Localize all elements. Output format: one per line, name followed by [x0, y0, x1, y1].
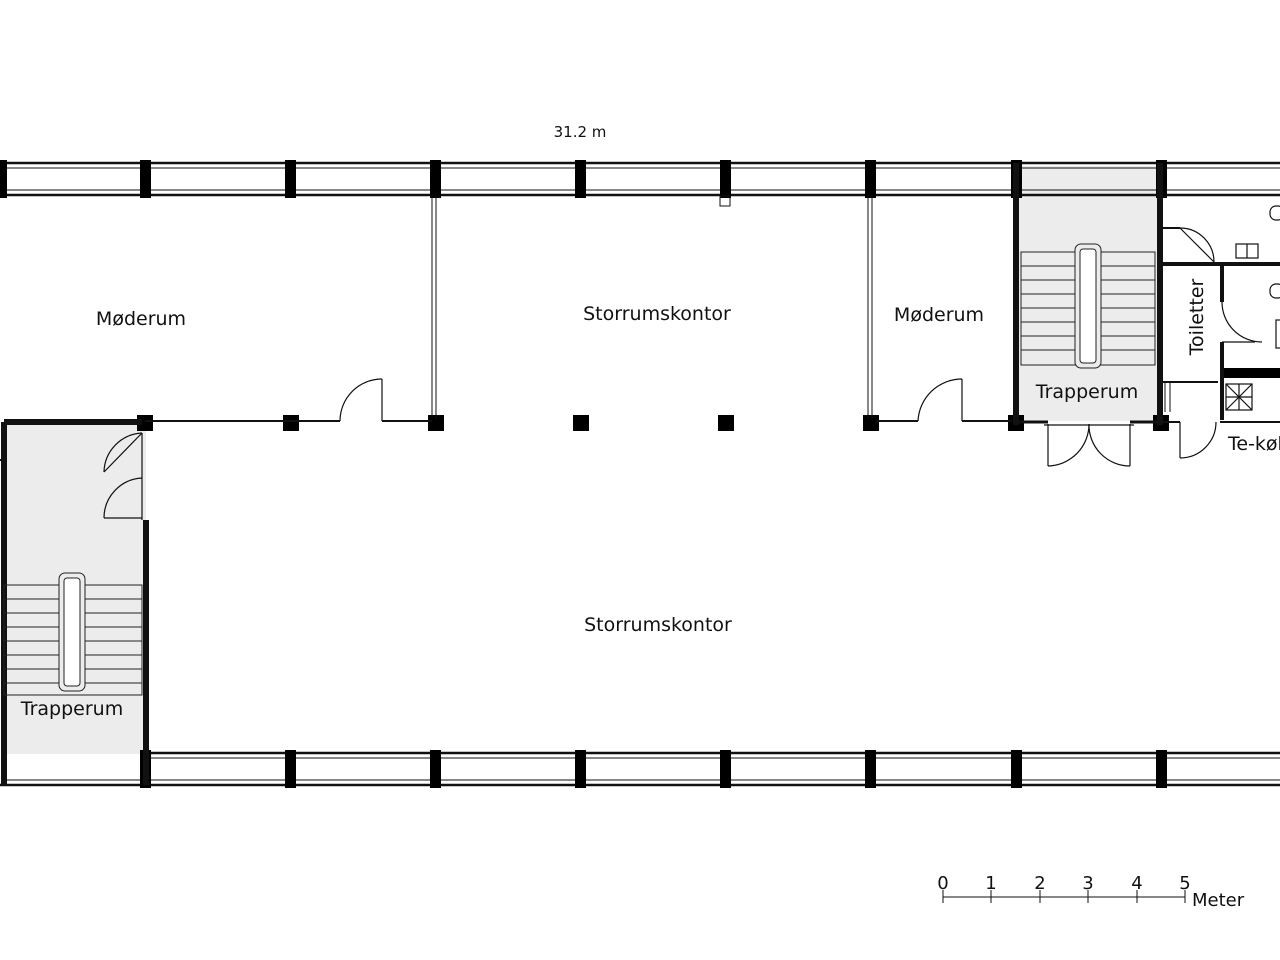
stairs-left — [3, 572, 143, 696]
scale-tick-3: 3 — [1082, 873, 1093, 894]
top-facade — [0, 161, 1280, 197]
stairs-right — [1020, 243, 1156, 369]
scale-tick-4: 4 — [1131, 873, 1142, 894]
room-label-storrumskontor-main: Storrumskontor — [584, 614, 732, 636]
scale-tick-5: 5 — [1179, 873, 1190, 894]
small-fixture — [719, 195, 731, 207]
scale-bar: 0 1 2 3 4 5 Meter — [937, 873, 1244, 911]
columns-bottom — [140, 750, 1167, 788]
room-label-trapperum-left: Trapperum — [20, 698, 123, 720]
sanitary-fixtures — [1225, 205, 1280, 411]
scale-tick-2: 2 — [1034, 873, 1045, 894]
columns-top — [0, 160, 1167, 198]
doors — [103, 227, 1263, 520]
dimension-label: 31.2 m — [554, 123, 607, 141]
bottom-facade — [0, 751, 1280, 787]
scale-unit: Meter — [1192, 890, 1245, 911]
room-label-moderum-right: Møderum — [894, 304, 984, 326]
room-label-tekokken: Te-køkken — [1227, 433, 1280, 455]
scale-tick-1: 1 — [985, 873, 996, 894]
room-label-moderum-left: Møderum — [96, 308, 186, 330]
scale-tick-0: 0 — [937, 873, 948, 894]
room-label-trapperum-right: Trapperum — [1035, 381, 1138, 403]
room-label-toiletter: Toiletter — [1186, 278, 1208, 356]
room-label-storrumskontor-top: Storrumskontor — [583, 303, 731, 325]
